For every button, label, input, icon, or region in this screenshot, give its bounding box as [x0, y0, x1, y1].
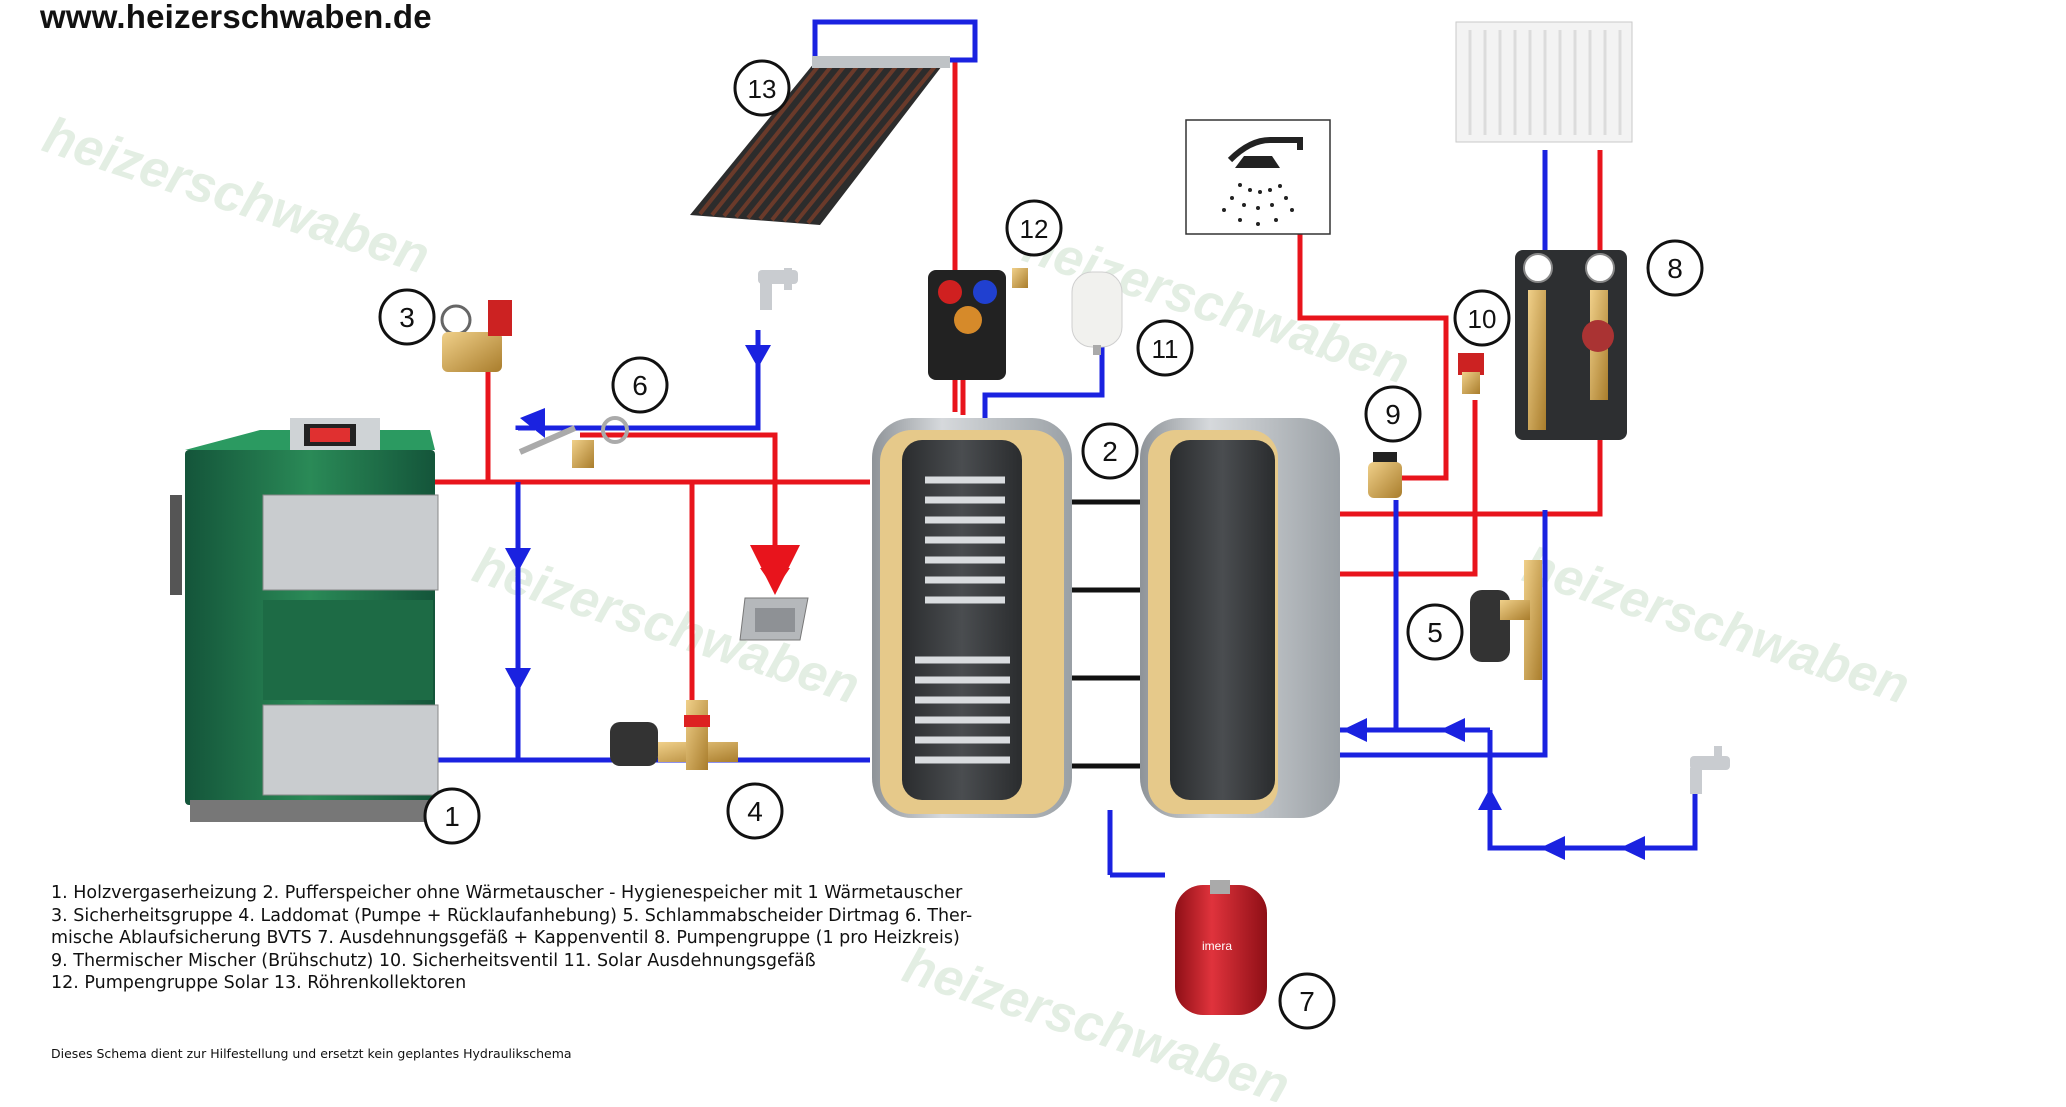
tap-icon: [758, 268, 798, 310]
svg-text:10: 10: [1468, 304, 1497, 334]
legend-line: 12. Pumpengruppe Solar 13. Röhrenkollekt…: [51, 973, 467, 994]
floor-drain: [739, 597, 809, 641]
legend-line: 9. Thermischer Mischer (Brühschutz) 10. …: [51, 950, 816, 971]
svg-text:13: 13: [748, 74, 777, 104]
safety-valve: [1458, 353, 1484, 394]
svg-text:12: 12: [1020, 214, 1049, 244]
disclaimer: Dieses Schema dient zur Hilfestellung un…: [51, 1046, 572, 1061]
svg-text:8: 8: [1667, 253, 1683, 284]
safety-group: [440, 300, 512, 372]
badge-10: 10: [1453, 289, 1511, 347]
tank-links: [1070, 499, 1145, 769]
badge-6: 6: [611, 356, 669, 414]
return-arrows: [505, 345, 1645, 860]
solar-expansion-vessel: [1071, 271, 1123, 355]
heating-pump-group: [1515, 250, 1627, 440]
hygiene-tank: [872, 418, 1072, 818]
tap-icon: [1690, 746, 1730, 794]
badge-13: 13: [733, 59, 791, 117]
watermark-text: heizerschwaben: [36, 106, 436, 285]
svg-text:9: 9: [1385, 399, 1401, 430]
wood-gasification-boiler: [170, 418, 439, 822]
badge-12: 12: [1005, 199, 1063, 257]
buffer-tank: [1140, 418, 1340, 818]
svg-text:5: 5: [1427, 617, 1443, 648]
watermark-text: heizerschwaben: [1516, 536, 1916, 715]
legend-line: 3. Sicherheitsgruppe 4. Laddomat (Pumpe …: [51, 905, 973, 926]
svg-text:3: 3: [399, 302, 415, 333]
svg-text:6: 6: [632, 370, 648, 401]
legend: 1. Holzvergaserheizung 2. Pufferspeicher…: [51, 882, 972, 995]
badge-5: 5: [1406, 603, 1464, 661]
svg-text:2: 2: [1102, 436, 1118, 467]
badge-7: 7: [1278, 972, 1336, 1030]
watermark-text: heizerschwaben: [466, 536, 866, 715]
thermal-discharge-valve: [518, 416, 629, 468]
vessel-brand: imera: [1202, 939, 1232, 953]
number-badges: 1 2 3 4 5 6 7 8 9 10 11 12 13: [378, 59, 1704, 1030]
svg-text:11: 11: [1152, 334, 1179, 364]
thermostatic-mixer: [1368, 452, 1402, 498]
badge-8: 8: [1646, 239, 1704, 297]
site-url[interactable]: www.heizerschwaben.de: [40, 0, 432, 35]
solar-pump-group: [928, 268, 1028, 380]
svg-text:1: 1: [444, 801, 460, 832]
badge-3: 3: [378, 288, 436, 346]
legend-line: mische Ablaufsicherung BVTS 7. Ausdehnun…: [51, 928, 960, 949]
tube-collector: [690, 56, 950, 225]
svg-text:7: 7: [1299, 986, 1315, 1017]
badge-1: 1: [423, 787, 481, 845]
expansion-vessel: imera: [1175, 880, 1267, 1015]
svg-text:4: 4: [747, 796, 763, 827]
shower-icon: [1185, 119, 1331, 235]
badge-2: 2: [1081, 422, 1139, 480]
badge-4: 4: [726, 782, 784, 840]
badge-11: 11: [1136, 319, 1194, 377]
radiator: [1455, 21, 1633, 143]
drain-arrow: [760, 568, 790, 590]
badge-9: 9: [1364, 385, 1422, 443]
laddomat: [610, 700, 738, 770]
legend-line: 1. Holzvergaserheizung 2. Pufferspeicher…: [51, 883, 963, 903]
dirt-separator: [1470, 560, 1542, 680]
